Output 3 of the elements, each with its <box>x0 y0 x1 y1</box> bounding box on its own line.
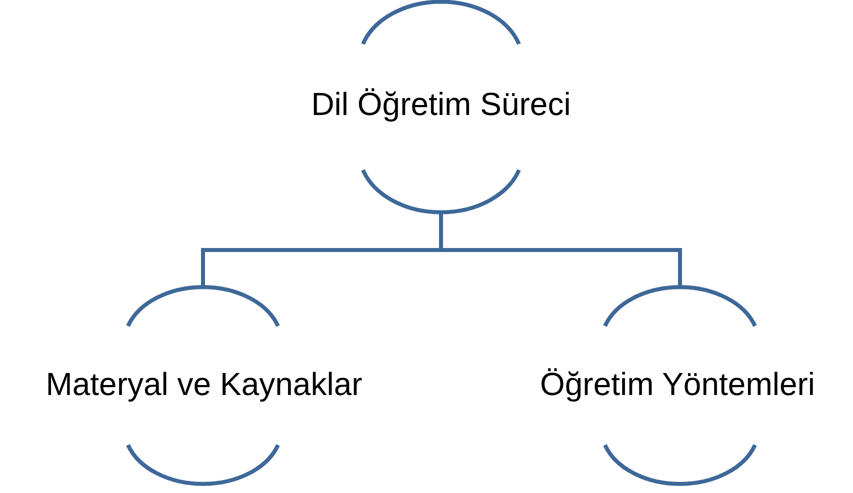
node-label: Öğretim Yöntemleri <box>538 366 816 403</box>
node-label: Dil Öğretim Süreci <box>310 86 572 123</box>
node-label: Materyal ve Kaynaklar <box>44 366 364 403</box>
